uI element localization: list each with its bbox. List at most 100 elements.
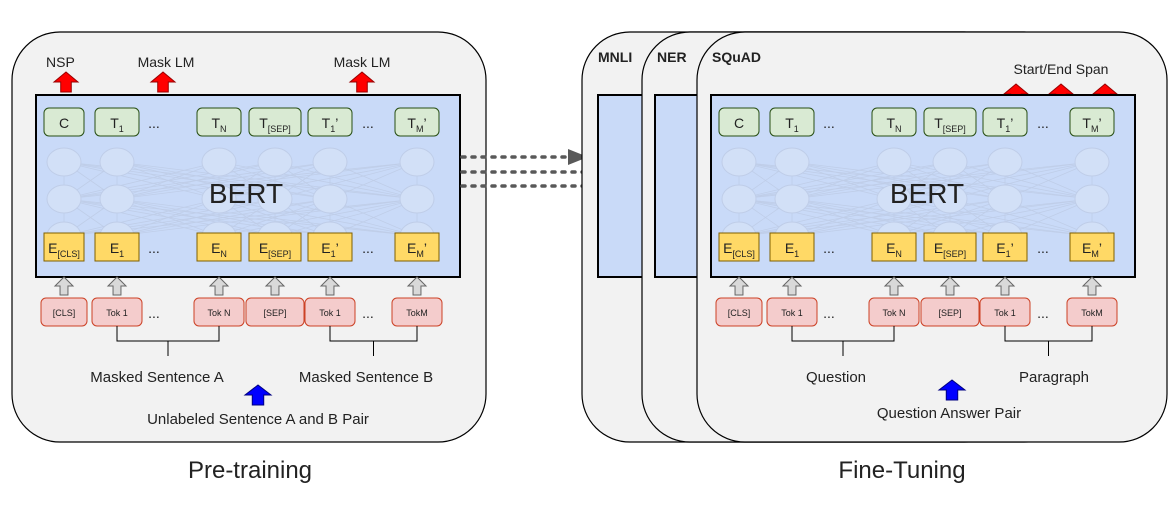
pretraining-embedding-box-2 bbox=[196, 232, 242, 262]
finetuning-pair-arrow bbox=[937, 379, 967, 401]
pretraining-hidden-node-1-2 bbox=[201, 184, 237, 214]
question-label: Question bbox=[806, 369, 866, 386]
finetuning-output-box-5 bbox=[1069, 107, 1115, 137]
mask-lm-label-2: Mask LM bbox=[334, 54, 391, 70]
finetuning-hidden-node-1-5 bbox=[1074, 184, 1110, 214]
pretraining-token-label-5: TokM bbox=[406, 308, 428, 318]
pretraining-token-label-1: Tok 1 bbox=[106, 308, 128, 318]
pretraining-output-box-4 bbox=[307, 107, 353, 137]
pretraining-hidden-node-0-3 bbox=[257, 147, 293, 177]
pretraining-embedding-box-4 bbox=[307, 232, 353, 262]
pretraining-bracket-b bbox=[329, 326, 418, 356]
finetuning-content: SQuAD Start/End Span BERT Question Parag… bbox=[712, 49, 1108, 422]
finetuning-token-box-0 bbox=[715, 297, 763, 327]
finetuning-input-arrow-0 bbox=[728, 276, 750, 296]
pretraining-pair-arrow bbox=[243, 384, 273, 406]
pretraining-input-arrow-2 bbox=[208, 276, 230, 296]
pretraining-token-label-4: Tok 1 bbox=[319, 308, 341, 318]
finetuning-embedding-box-0 bbox=[718, 232, 760, 262]
finetuning-token-ellipsis-0: ... bbox=[823, 305, 835, 321]
finetuning-hidden-node-0-0 bbox=[721, 147, 757, 177]
finetuning-output-box-1 bbox=[769, 107, 815, 137]
finetuning-input-arrow-3 bbox=[939, 276, 961, 296]
pretraining-hidden-node-0-5 bbox=[399, 147, 435, 177]
pretraining-output-ellipsis-1: ... bbox=[362, 115, 374, 131]
pretraining-head-arrow-0 bbox=[52, 71, 80, 93]
pretraining-output-ellipsis-0: ... bbox=[148, 115, 160, 131]
finetuning-hidden-node-0-3 bbox=[932, 147, 968, 177]
pretraining-caption: Pre-training bbox=[188, 457, 312, 484]
pretraining-head-arrow-1 bbox=[149, 71, 177, 93]
pretraining-output-box-3 bbox=[248, 107, 302, 137]
pretraining-hidden-node-1-5 bbox=[399, 184, 435, 214]
pretraining-pair-label: Unlabeled Sentence A and B Pair bbox=[147, 411, 369, 428]
pretraining-token-label-2: Tok N bbox=[207, 308, 230, 318]
pretraining-hidden-node-0-4 bbox=[312, 147, 348, 177]
pretraining-hidden-node-0-0 bbox=[46, 147, 82, 177]
nsp-label: NSP bbox=[46, 54, 75, 70]
finetuning-token-box-3 bbox=[920, 297, 980, 327]
pretraining-embedding-box-5 bbox=[394, 232, 440, 262]
pretraining-hidden-node-1-1 bbox=[99, 184, 135, 214]
finetuning-input-arrow-2 bbox=[883, 276, 905, 296]
finetuning-bracket-a bbox=[791, 326, 895, 356]
finetuning-embedding-box-2 bbox=[871, 232, 917, 262]
pretraining-output-label-0: C bbox=[59, 115, 69, 131]
pretraining-output-box-0 bbox=[43, 107, 85, 137]
task-label-squad: SQuAD bbox=[712, 49, 761, 65]
pretraining-output-box-1 bbox=[94, 107, 140, 137]
pretraining-content: NSP Mask LM Mask LM BERT Masked Sentence… bbox=[46, 54, 433, 428]
finetuning-output-box-4 bbox=[982, 107, 1028, 137]
pretraining-token-ellipsis-1: ... bbox=[362, 305, 374, 321]
finetuning-output-label-0: C bbox=[734, 115, 744, 131]
start-end-span-label: Start/End Span bbox=[1014, 61, 1109, 77]
pretraining-input-arrow-5 bbox=[406, 276, 428, 296]
finetuning-bert-label: BERT bbox=[890, 178, 964, 209]
finetuning-hidden-node-1-2 bbox=[876, 184, 912, 214]
pretraining-token-box-3 bbox=[245, 297, 305, 327]
finetuning-token-label-4: Tok 1 bbox=[994, 308, 1016, 318]
finetuning-embedding-box-5 bbox=[1069, 232, 1115, 262]
pretraining-token-box-0 bbox=[40, 297, 88, 327]
finetuning-hidden-node-1-3 bbox=[932, 184, 968, 214]
finetuning-hidden-node-1-4 bbox=[987, 184, 1023, 214]
finetuning-hidden-node-1-1 bbox=[774, 184, 810, 214]
task-label-ner: NER bbox=[657, 49, 687, 65]
finetuning-token-label-1: Tok 1 bbox=[781, 308, 803, 318]
pretraining-embedding-box-3 bbox=[248, 232, 302, 262]
task-label-mnli: MNLI bbox=[598, 49, 632, 65]
pretraining-embedding-ellipsis-0: ... bbox=[148, 240, 160, 256]
pretraining-hidden-node-0-2 bbox=[201, 147, 237, 177]
transfer-arrowhead-mnli bbox=[568, 149, 588, 165]
finetuning-embedding-box-1 bbox=[769, 232, 815, 262]
finetuning-hidden-layers bbox=[721, 147, 1110, 251]
pretraining-bert-label: BERT bbox=[209, 178, 283, 209]
pretraining-token-label-3: [SEP] bbox=[263, 308, 286, 318]
sentence-b-label: Masked Sentence B bbox=[299, 369, 433, 386]
finetuning-hidden-node-0-2 bbox=[876, 147, 912, 177]
finetuning-bracket-b bbox=[1004, 326, 1093, 356]
finetuning-hidden-node-1-0 bbox=[721, 184, 757, 214]
finetuning-token-label-2: Tok N bbox=[882, 308, 905, 318]
finetuning-token-label-0: [CLS] bbox=[728, 308, 751, 318]
pretraining-output-box-2 bbox=[196, 107, 242, 137]
pretraining-hidden-node-0-1 bbox=[99, 147, 135, 177]
finetuning-token-ellipsis-1: ... bbox=[1037, 305, 1049, 321]
pretraining-token-ellipsis-0: ... bbox=[148, 305, 160, 321]
finetuning-caption: Fine-Tuning bbox=[838, 457, 965, 484]
finetuning-hidden-node-0-5 bbox=[1074, 147, 1110, 177]
finetuning-hidden-node-0-4 bbox=[987, 147, 1023, 177]
finetuning-embedding-ellipsis-0: ... bbox=[823, 240, 835, 256]
pretraining-embedding-ellipsis-1: ... bbox=[362, 240, 374, 256]
finetuning-pair-label: Question Answer Pair bbox=[877, 405, 1021, 422]
finetuning-output-box-2 bbox=[871, 107, 917, 137]
finetuning-token-label-3: [SEP] bbox=[938, 308, 961, 318]
pretraining-input-arrow-3 bbox=[264, 276, 286, 296]
finetuning-output-ellipsis-1: ... bbox=[1037, 115, 1049, 131]
finetuning-output-box-0 bbox=[718, 107, 760, 137]
finetuning-input-arrow-1 bbox=[781, 276, 803, 296]
finetuning-embedding-box-4 bbox=[982, 232, 1028, 262]
